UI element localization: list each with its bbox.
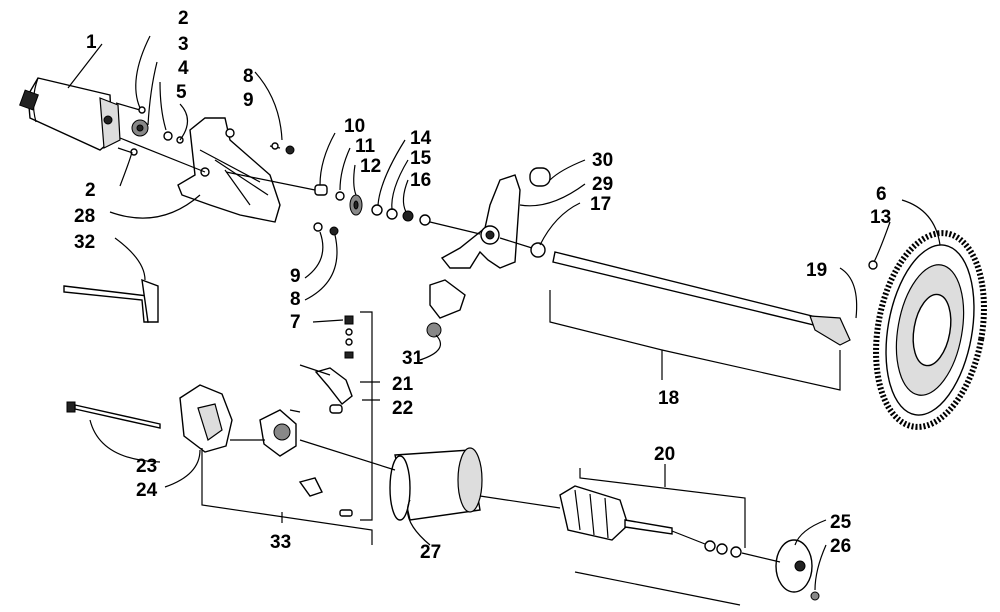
ring-gear-part	[868, 230, 987, 430]
callout-3: 3	[178, 34, 189, 55]
armature-part	[559, 485, 742, 558]
callout-22: 22	[392, 398, 413, 419]
callout-21: 21	[392, 374, 414, 395]
callout-2-bottom: 2	[85, 180, 96, 201]
idler-plate-part	[440, 167, 551, 269]
callout-6: 6	[876, 184, 887, 205]
callout-13: 13	[870, 207, 891, 228]
callout-8-bottom: 8	[290, 289, 301, 310]
callout-18: 18	[658, 388, 679, 409]
callout-17: 17	[590, 194, 611, 215]
callout-25: 25	[830, 512, 852, 533]
brush-holder-part	[259, 409, 297, 457]
callout-29: 29	[592, 174, 613, 195]
callout-24: 24	[136, 480, 158, 501]
gear-and-washers-part	[314, 184, 431, 226]
callout-23: 23	[136, 456, 157, 477]
callout-16: 16	[410, 170, 431, 191]
callout-32: 32	[74, 232, 95, 253]
callout-12: 12	[360, 156, 381, 177]
cam-part	[426, 279, 466, 338]
mounting-bracket-part	[177, 117, 339, 236]
callout-1: 1	[86, 32, 97, 53]
callout-15: 15	[410, 148, 432, 169]
callout-30: 30	[592, 150, 613, 171]
through-bolt-part	[66, 401, 161, 429]
callout-20: 20	[654, 444, 675, 465]
terminal-hardware-part	[298, 315, 354, 517]
callout-labels: 1 2 3 4 5 2 28 32 8 9 10 11 12 14 15 16 …	[74, 8, 891, 563]
callout-33: 33	[270, 532, 291, 553]
motor-housing-part	[389, 447, 483, 521]
callout-5: 5	[176, 82, 187, 103]
drive-shaft-part	[552, 251, 851, 346]
callout-7: 7	[290, 312, 301, 333]
callout-27: 27	[420, 542, 441, 563]
callout-26: 26	[830, 536, 851, 557]
l-bracket-part	[63, 278, 159, 323]
leader-lines	[67, 35, 941, 606]
callout-2-top: 2	[178, 8, 189, 29]
callout-9-top: 9	[243, 90, 254, 111]
callout-14: 14	[410, 128, 432, 149]
callout-9-bottom: 9	[290, 266, 301, 287]
callout-31: 31	[402, 348, 424, 369]
callout-10: 10	[344, 116, 365, 137]
end-cap-part	[775, 539, 820, 601]
callout-4: 4	[178, 58, 189, 79]
callout-8-top: 8	[243, 66, 254, 87]
callout-11: 11	[355, 136, 376, 157]
callout-28: 28	[74, 206, 95, 227]
end-housing-part	[179, 384, 233, 453]
callout-19: 19	[806, 260, 827, 281]
starter-motor-part	[19, 77, 184, 156]
